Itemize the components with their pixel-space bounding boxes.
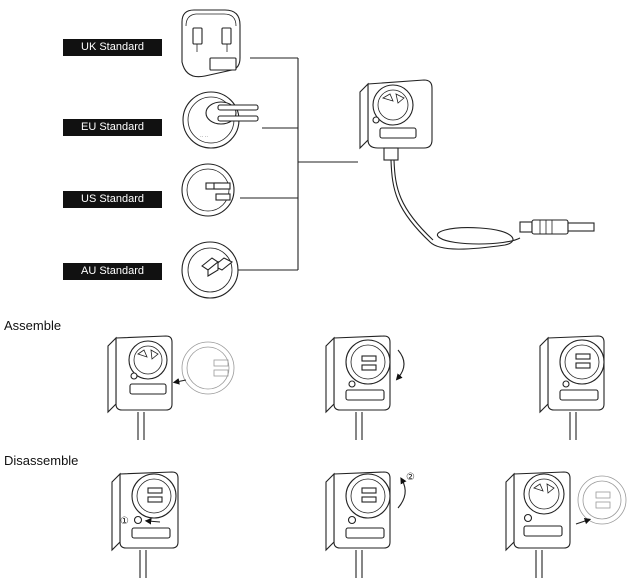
disassemble-step-3	[505, 471, 627, 578]
assemble-title: Assemble	[4, 318, 62, 333]
assemble-step-3	[539, 335, 605, 440]
dc-connector-icon	[519, 219, 595, 235]
cable	[390, 159, 521, 250]
uk-standard-label: UK Standard	[63, 39, 162, 56]
connector-lines	[238, 57, 358, 271]
disassemble-title: Disassemble	[4, 453, 79, 468]
step-marker-two: ②	[406, 472, 415, 483]
au-plug-icon	[181, 241, 239, 299]
assemble-step-2	[325, 335, 405, 440]
power-adapter-icon	[359, 79, 433, 161]
uk-plug-icon	[181, 9, 241, 78]
svg-text:·· ··: ·· ··	[200, 134, 208, 140]
eu-standard-label: EU Standard	[63, 119, 162, 136]
disassemble-step-2	[325, 471, 407, 578]
eu-plug-icon: ·· ··	[182, 91, 259, 149]
us-standard-label: US Standard	[63, 191, 162, 208]
rotate-arrow-icon	[395, 349, 405, 381]
push-arrow-icon	[172, 378, 187, 385]
us-plug-icon	[181, 163, 235, 217]
release-button-icon	[133, 515, 143, 525]
assemble-step-1	[107, 335, 235, 440]
disassemble-step-1	[111, 471, 179, 578]
au-standard-label: AU Standard	[63, 263, 162, 280]
step-marker-one: ①	[120, 516, 129, 527]
